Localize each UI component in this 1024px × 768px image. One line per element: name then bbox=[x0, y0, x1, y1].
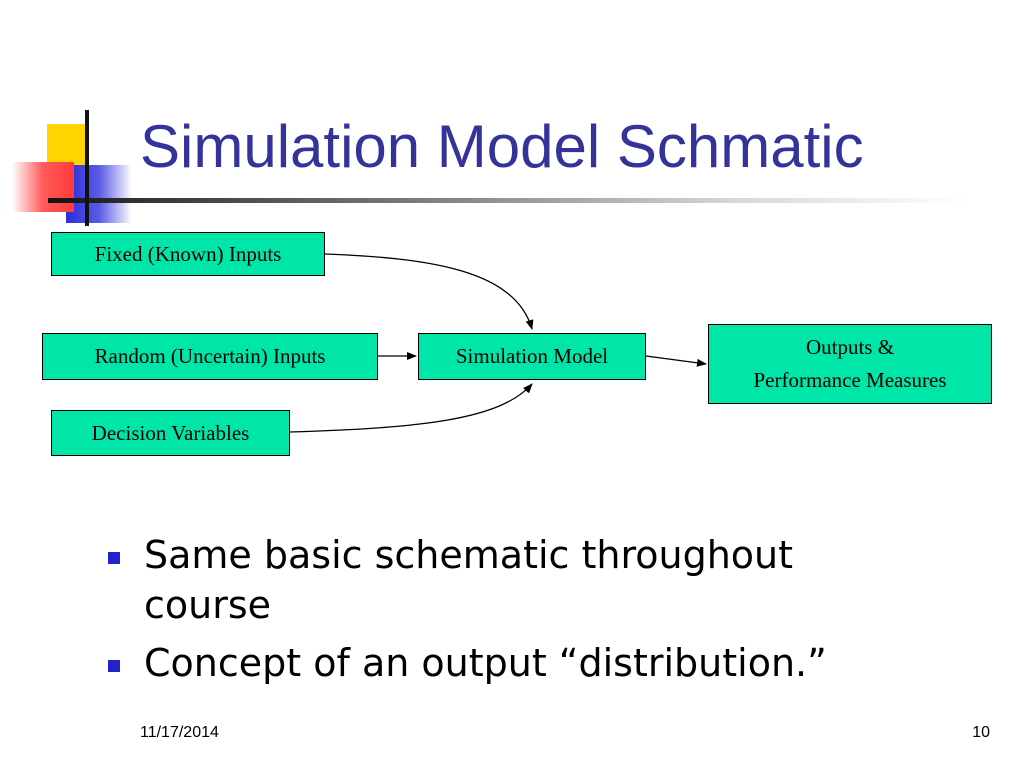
footer-date: 11/17/2014 bbox=[140, 724, 219, 741]
node-fixed-inputs: Fixed (Known) Inputs bbox=[51, 232, 325, 276]
logo-yellow-square bbox=[47, 124, 87, 168]
node-decision-variables: Decision Variables bbox=[51, 410, 290, 456]
bullet-text: Same basic schematic throughout course bbox=[144, 533, 794, 627]
node-fixed-inputs-label: Fixed (Known) Inputs bbox=[94, 241, 282, 266]
node-random-inputs: Random (Uncertain) Inputs bbox=[42, 333, 378, 380]
node-decision-variables-label: Decision Variables bbox=[91, 420, 250, 445]
node-outputs: Outputs & Performance Measures bbox=[708, 324, 992, 404]
edge-fixed-to-sim bbox=[324, 253, 534, 330]
title-underline bbox=[48, 198, 968, 203]
square-bullet-icon bbox=[108, 660, 120, 672]
edge-decision-to-sim bbox=[289, 383, 533, 433]
square-bullet-icon bbox=[108, 552, 120, 564]
logo-vertical-line bbox=[85, 110, 89, 226]
node-simulation-model-label: Simulation Model bbox=[455, 344, 609, 368]
slide-title: Simulation Model Schmatic bbox=[140, 113, 864, 180]
logo-red-square bbox=[12, 162, 74, 212]
edge-sim-to-outputs bbox=[645, 355, 707, 367]
node-simulation-model: Simulation Model bbox=[418, 333, 646, 380]
bullet-text: Concept of an output “distribution.” bbox=[144, 641, 827, 685]
node-outputs-label-line2: Performance Measures bbox=[753, 368, 947, 392]
node-random-inputs-label: Random (Uncertain) Inputs bbox=[94, 344, 326, 368]
bullet-item: Same basic schematic throughout course bbox=[108, 530, 908, 630]
bullet-item: Concept of an output “distribution.” bbox=[108, 638, 908, 688]
bullet-list: Same basic schematic throughout course C… bbox=[108, 530, 908, 696]
node-outputs-label-line1: Outputs & bbox=[805, 335, 895, 359]
footer-page-number: 10 bbox=[972, 724, 990, 741]
logo-blue-square bbox=[66, 165, 132, 223]
